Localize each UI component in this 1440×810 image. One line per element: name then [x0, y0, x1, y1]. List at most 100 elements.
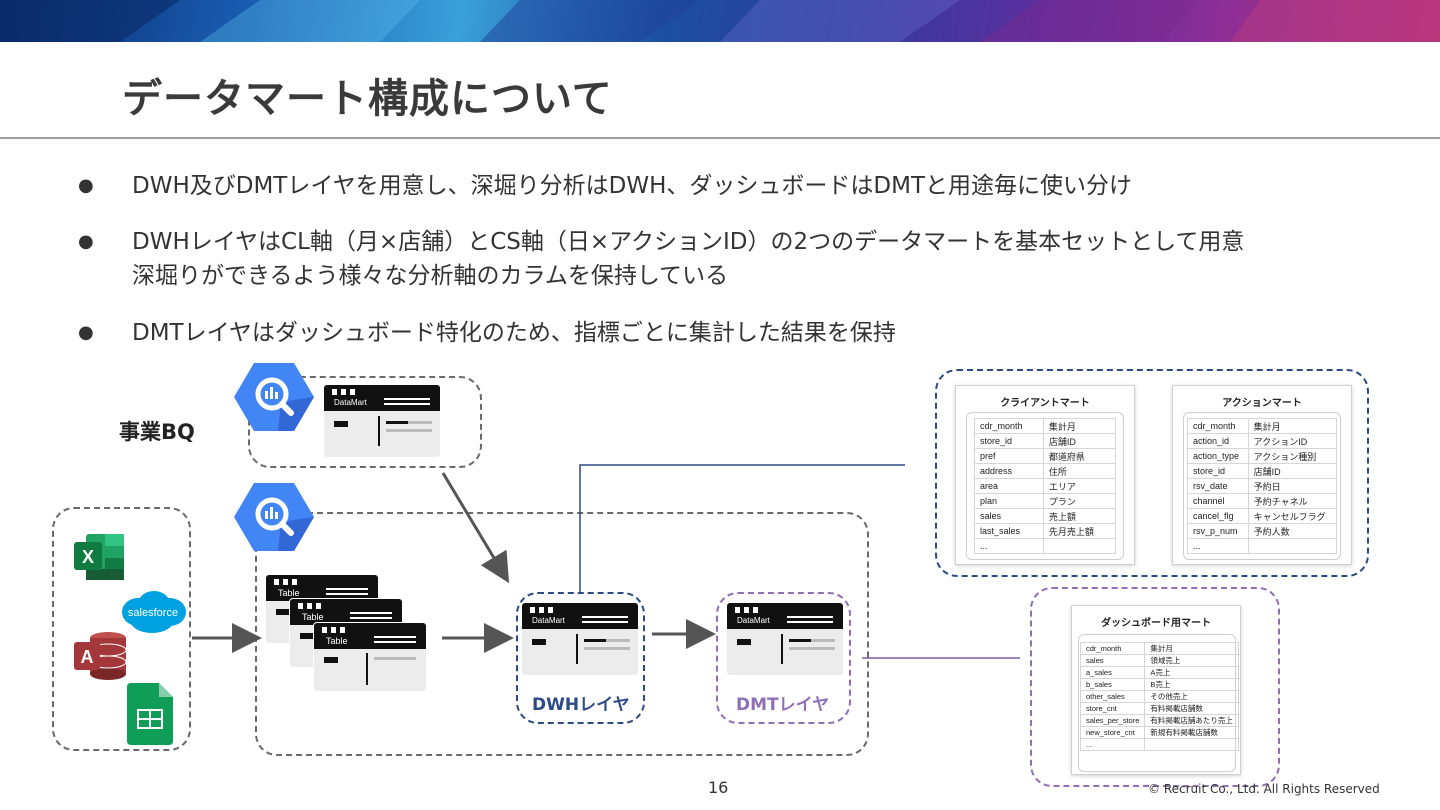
access-icon: A	[74, 632, 127, 680]
page-title: データマート構成について	[122, 76, 613, 122]
client-mart-frame	[966, 412, 1124, 560]
salesforce-text: salesforce	[128, 607, 178, 619]
column-desc-cell: プラン	[1042, 493, 1117, 509]
column-name-cell: last_sales	[974, 523, 1044, 539]
column-name-cell: b_sales	[1079, 678, 1146, 691]
table-label: Table	[326, 636, 348, 646]
action-mart-title: アクションマート	[1222, 398, 1302, 409]
column-name-cell: new_store_cnt	[1079, 726, 1146, 739]
sources-container	[52, 507, 191, 751]
column-desc-cell: 領域売上	[1144, 654, 1239, 667]
column-name-cell: action_id	[1187, 433, 1249, 449]
column-desc-cell: 予約チャネル	[1247, 493, 1338, 509]
column-desc-cell: その他売上	[1144, 690, 1239, 703]
bullet-dot: ●	[78, 175, 94, 196]
bigquery-icon	[234, 363, 314, 431]
column-name-cell: address	[974, 463, 1044, 479]
column-name-cell: rsv_p_num	[1187, 523, 1249, 539]
column-desc-cell: 集計月	[1042, 418, 1117, 434]
column-name-cell: a_sales	[1079, 666, 1146, 679]
column-desc-cell: 有料掲載店舗数	[1144, 702, 1239, 715]
bullet-dot: ●	[78, 322, 94, 343]
column-name-cell: other_sales	[1079, 690, 1146, 703]
title-divider	[0, 137, 1440, 139]
column-desc-cell: アクション種別	[1247, 448, 1338, 464]
column-name-cell: cdr_month	[974, 418, 1044, 434]
column-name-cell: sales	[974, 508, 1044, 524]
table-icon: Table	[314, 623, 426, 691]
bullet-text: DWH及びDMTレイヤを用意し、深堀り分析はDWH、ダッシュボードはDMTと用途…	[132, 173, 1133, 199]
client-mart-title: クライアントマート	[1000, 398, 1090, 409]
datamart-label: DataMart	[737, 616, 770, 625]
column-desc-cell	[1144, 738, 1239, 751]
dashboard-mart-title: ダッシュボード用マート	[1101, 618, 1211, 629]
column-desc-cell: 集計月	[1247, 418, 1338, 434]
column-desc-cell: 住所	[1042, 463, 1117, 479]
bullet-text: DWHレイヤはCL軸（月×店舗）とCS軸（日×アクションID）の2つのデータマー…	[132, 229, 1245, 255]
column-name-cell: pref	[974, 448, 1044, 464]
dwh-datamart-icon: DataMart	[522, 603, 638, 675]
column-name-cell: cdr_month	[1079, 642, 1146, 655]
column-desc-cell	[1042, 538, 1117, 554]
banner-facets	[0, 0, 1440, 42]
column-name-cell: store_cnt	[1079, 702, 1146, 715]
column-desc-cell: B売上	[1144, 678, 1239, 691]
excel-icon: X	[74, 534, 124, 580]
column-desc-cell: 店舗ID	[1247, 463, 1338, 479]
column-name-cell: sales_per_store	[1079, 714, 1146, 727]
bullet-text-line2: 深堀りができるよう様々な分析軸のカラムを保持している	[132, 263, 729, 289]
column-desc-cell: 都道府県	[1042, 448, 1117, 464]
sheets-icon	[127, 683, 173, 745]
dwh-marts-group	[935, 369, 1369, 577]
table-label: Table	[302, 612, 324, 622]
column-name-cell: ...	[1187, 538, 1249, 554]
action-mart-frame	[1183, 412, 1341, 560]
dmt-layer-label: DMTレイヤ	[736, 695, 830, 715]
column-name-cell: rsv_date	[1187, 478, 1249, 494]
column-desc-cell: 予約日	[1247, 478, 1338, 494]
business-datamart-icon: DataMart	[324, 385, 440, 457]
bullet-dot: ●	[78, 231, 94, 252]
column-desc-cell: 予約人数	[1247, 523, 1338, 539]
excel-letter: X	[82, 547, 94, 567]
header-banner	[0, 0, 1440, 42]
column-name-cell: store_id	[1187, 463, 1249, 479]
column-name-cell: ...	[1079, 738, 1146, 751]
copyright: © Recruit Co., Ltd. All Rights Reserved	[1148, 782, 1380, 796]
column-desc-cell: キャンセルフラグ	[1247, 508, 1338, 524]
column-name-cell: sales	[1079, 654, 1146, 667]
column-desc-cell: 新規有料掲載店舗数	[1144, 726, 1239, 739]
column-desc-cell	[1247, 538, 1338, 554]
column-name-cell: channel	[1187, 493, 1249, 509]
column-name-cell: plan	[974, 493, 1044, 509]
column-desc-cell: アクションID	[1247, 433, 1338, 449]
dwh-layer-label: DWHレイヤ	[532, 695, 630, 715]
dwh-layer-box	[516, 592, 645, 724]
column-desc-cell: 店舗ID	[1042, 433, 1117, 449]
access-letter: A	[81, 647, 94, 667]
column-desc-cell: 先月売上額	[1042, 523, 1117, 539]
